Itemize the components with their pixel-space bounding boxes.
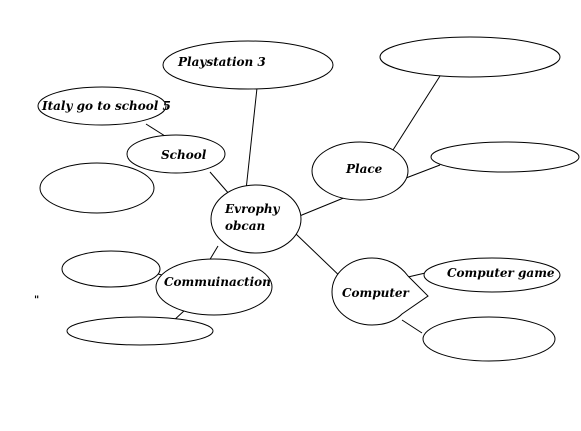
node-blank-left-bottom [66, 316, 214, 346]
edge-center-playstation [245, 87, 258, 191]
edge-center-school [209, 171, 231, 196]
node-center-label-line2: obcan [225, 219, 265, 233]
node-playstation-label: Playstation 3 [177, 55, 266, 69]
edge-place-blank-top-right [392, 75, 441, 151]
node-place-label: Place [345, 162, 383, 176]
node-blank-right-middle [430, 141, 580, 173]
node-center-label-line1: Evrophy [224, 202, 281, 216]
node-communication: Commuinaction [155, 258, 273, 316]
edge-computer-blank-bottom-right [401, 319, 423, 334]
node-italy-label: Italy go to school 5 [41, 99, 171, 113]
node-blank-bottom-right [422, 316, 556, 362]
node-center: Evrophy obcan [210, 184, 302, 254]
node-school: School [126, 134, 226, 174]
node-italy: Italy go to school 5 [37, 86, 171, 126]
node-playstation: Playstation 3 [162, 40, 334, 90]
node-communication-label: Commuinaction [164, 275, 271, 289]
edge-place-blank-right-middle [405, 164, 441, 179]
node-computer: Computer [331, 257, 429, 326]
edge-center-place [296, 196, 347, 218]
node-computer-game-label: Computer game [447, 266, 555, 280]
node-computer-label: Computer [342, 286, 411, 300]
node-blank-left-middle [39, 162, 155, 214]
node-blank-left-lower [61, 250, 161, 288]
node-place: Place [311, 141, 409, 201]
node-computer-game: Computer game [423, 257, 561, 293]
edge-italy-school [145, 123, 166, 137]
stray-mark: " [34, 295, 39, 306]
node-school-label: School [161, 148, 207, 162]
node-blank-top-right [379, 36, 561, 78]
